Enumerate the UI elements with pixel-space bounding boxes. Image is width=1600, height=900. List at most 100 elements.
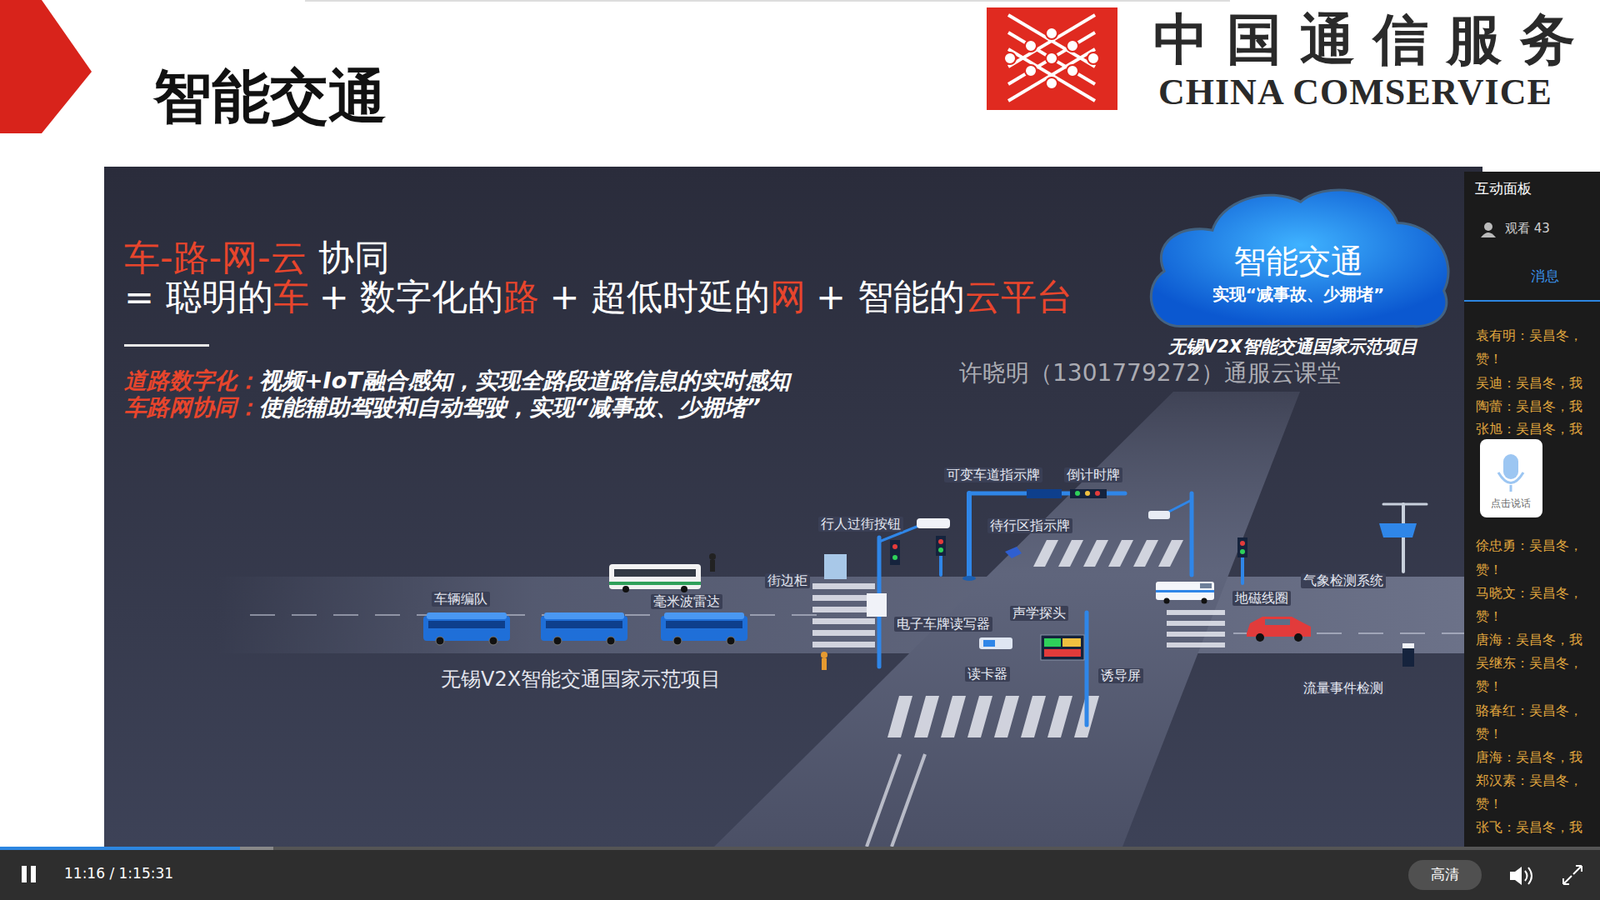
- chat-message: 陶蕾：吴昌冬，我: [1475, 399, 1583, 415]
- text-line: 道路数字化：视频+IoT融合感知，实现全路段道路信息的实时感知: [124, 367, 790, 394]
- device-label: 毫米波雷达: [650, 594, 723, 610]
- interaction-panel-part: [1510, 485, 1513, 492]
- slide-text: 云平台: [965, 276, 1073, 318]
- road-network-part-part: [1033, 540, 1059, 567]
- road-network-part-part: [887, 695, 913, 738]
- text-line: = 聪明的车+ 数字化的路+ 超低时延的网+ 智能的云平台: [124, 276, 1073, 318]
- interaction-panel-part: [1464, 300, 1600, 302]
- header-graphics-part-part: [1004, 52, 1016, 65]
- device-label: 倒计时牌: [1064, 467, 1123, 483]
- slide-text: 视频+IoT融合感知，实现全路段道路信息的实时感知: [259, 367, 790, 394]
- roadside-devices: [709, 489, 1427, 725]
- header-graphics-part-part: [1025, 65, 1037, 77]
- roadside-devices-part: [892, 555, 898, 560]
- slide-text: 网: [770, 276, 806, 318]
- slide-text: + 超低时延的: [549, 276, 770, 318]
- player-bar-part: [21, 865, 27, 883]
- logo-text: 中国通信服务: [1153, 8, 1594, 72]
- text-line: 车路网协同：使能辅助驾驶和自动驾驶，实现“减事故、少拥堵”: [124, 394, 761, 420]
- header-graphics-part-part: [1045, 52, 1058, 65]
- roadside-devices-part: [824, 554, 847, 580]
- vehicles-part: [1155, 590, 1215, 593]
- roadside-devices-part: [1237, 537, 1248, 558]
- vehicles-part: [1164, 598, 1170, 605]
- road-network-part: [714, 391, 1300, 847]
- time-display: 11:16 / 1:15:31: [64, 865, 174, 883]
- chat-message: 赞！: [1475, 726, 1503, 742]
- project-label: 无锡V2X智能交通国家示范项目: [1168, 336, 1418, 357]
- roadside-devices-part: [892, 544, 898, 550]
- vehicles-part: [660, 612, 748, 645]
- road-network-part-part: [967, 695, 993, 738]
- chat-message: 赞！: [1475, 609, 1503, 625]
- device-label: 街边柜: [765, 573, 810, 589]
- slide-text: 道路数字化：: [124, 367, 260, 394]
- header-graphics-part: [1004, 27, 1100, 90]
- roadside-devices-part: [916, 518, 950, 529]
- slide-text: 使能辅助驾驶和自动驾驶，实现“减事故、少拥堵”: [259, 394, 761, 420]
- road-network-part-part: [914, 695, 940, 738]
- road-network-part-part: [994, 695, 1020, 738]
- player-bar-part: [0, 846, 274, 850]
- watermark: 许晓明（1301779272）通服云课堂: [959, 360, 1341, 387]
- roadside-devices-part: [1402, 643, 1415, 649]
- chat-message: 徐忠勇：吴昌冬，: [1475, 538, 1583, 554]
- device-label: 电子车牌读写器: [894, 616, 993, 632]
- interaction-panel-part: [1480, 439, 1543, 518]
- header-graphics-part-part: [1045, 77, 1058, 90]
- roadside-devices-part: [966, 493, 972, 577]
- roadside-devices-part: [1240, 540, 1245, 546]
- roadside-devices-part: [1044, 649, 1081, 657]
- roadside-devices-part: [1401, 504, 1405, 572]
- roadside-devices-part: [890, 540, 900, 565]
- interaction-panel-part: [1503, 454, 1519, 480]
- road-network-part-part: [812, 641, 875, 648]
- chat-message: 马晓文：吴昌冬，: [1475, 585, 1583, 601]
- vehicles-part: [423, 612, 510, 645]
- text-line: 车-路-网-云协同: [124, 237, 390, 279]
- roadside-devices-part: [710, 560, 715, 572]
- player-bar-part: [1510, 866, 1522, 885]
- road-network-part: [250, 614, 834, 616]
- slide-text: 车-路-网-云: [124, 237, 307, 279]
- slide-text: 路: [503, 276, 540, 318]
- road-network: [216, 391, 1483, 847]
- device-label: 地磁线圈: [1232, 590, 1291, 606]
- chat-message: 吴继东：吴昌冬，: [1475, 655, 1583, 671]
- header-graphics-part-part: [1066, 40, 1079, 52]
- vehicles-part: [609, 564, 701, 590]
- road-network-part-part: [812, 618, 875, 625]
- roadside-devices-part: [1190, 493, 1195, 575]
- chat-message: 袁有明：吴昌冬，: [1475, 328, 1583, 344]
- road-network-part-part: [812, 606, 875, 613]
- vehicles-part: [1005, 546, 1022, 559]
- slide-title: 智能交通: [153, 63, 387, 131]
- roadside-devices-part: [820, 651, 828, 659]
- road-network-part: [812, 540, 1225, 738]
- interaction-panel-part: [1480, 232, 1496, 238]
- panel-tab: 消息: [1530, 268, 1560, 285]
- header-graphics-part-part: [1045, 27, 1058, 40]
- vehicles-part: [609, 581, 701, 585]
- device-label: 待行区指示牌: [987, 518, 1073, 534]
- mic-label: 点击说话: [1490, 498, 1531, 510]
- player-bar-part: [0, 846, 1600, 900]
- slide-text: 车路网协同：: [124, 394, 260, 420]
- roadside-devices-part: [1044, 638, 1061, 647]
- cloud-node: 智能交通实现“减事故、少拥堵”: [1142, 178, 1455, 332]
- roadside-devices-part: [1402, 643, 1415, 667]
- road-network-part-part: [1047, 695, 1073, 738]
- cloud-heading: 智能交通: [1142, 243, 1455, 281]
- roadside-devices-part: [1026, 489, 1062, 499]
- vehicles-part: [1294, 633, 1303, 642]
- vehicles-part: [680, 585, 688, 593]
- roadside-devices-part: [1095, 490, 1100, 496]
- roadside-devices-part: [1062, 638, 1081, 647]
- roadside-devices-part: [983, 640, 995, 647]
- road-network-part-part: [1166, 610, 1225, 615]
- device-label: 行人过街按钮: [818, 516, 904, 532]
- player-bar-part: [1563, 865, 1582, 885]
- header-graphics-part: [986, 7, 1118, 110]
- roadside-devices-part: [1148, 510, 1170, 520]
